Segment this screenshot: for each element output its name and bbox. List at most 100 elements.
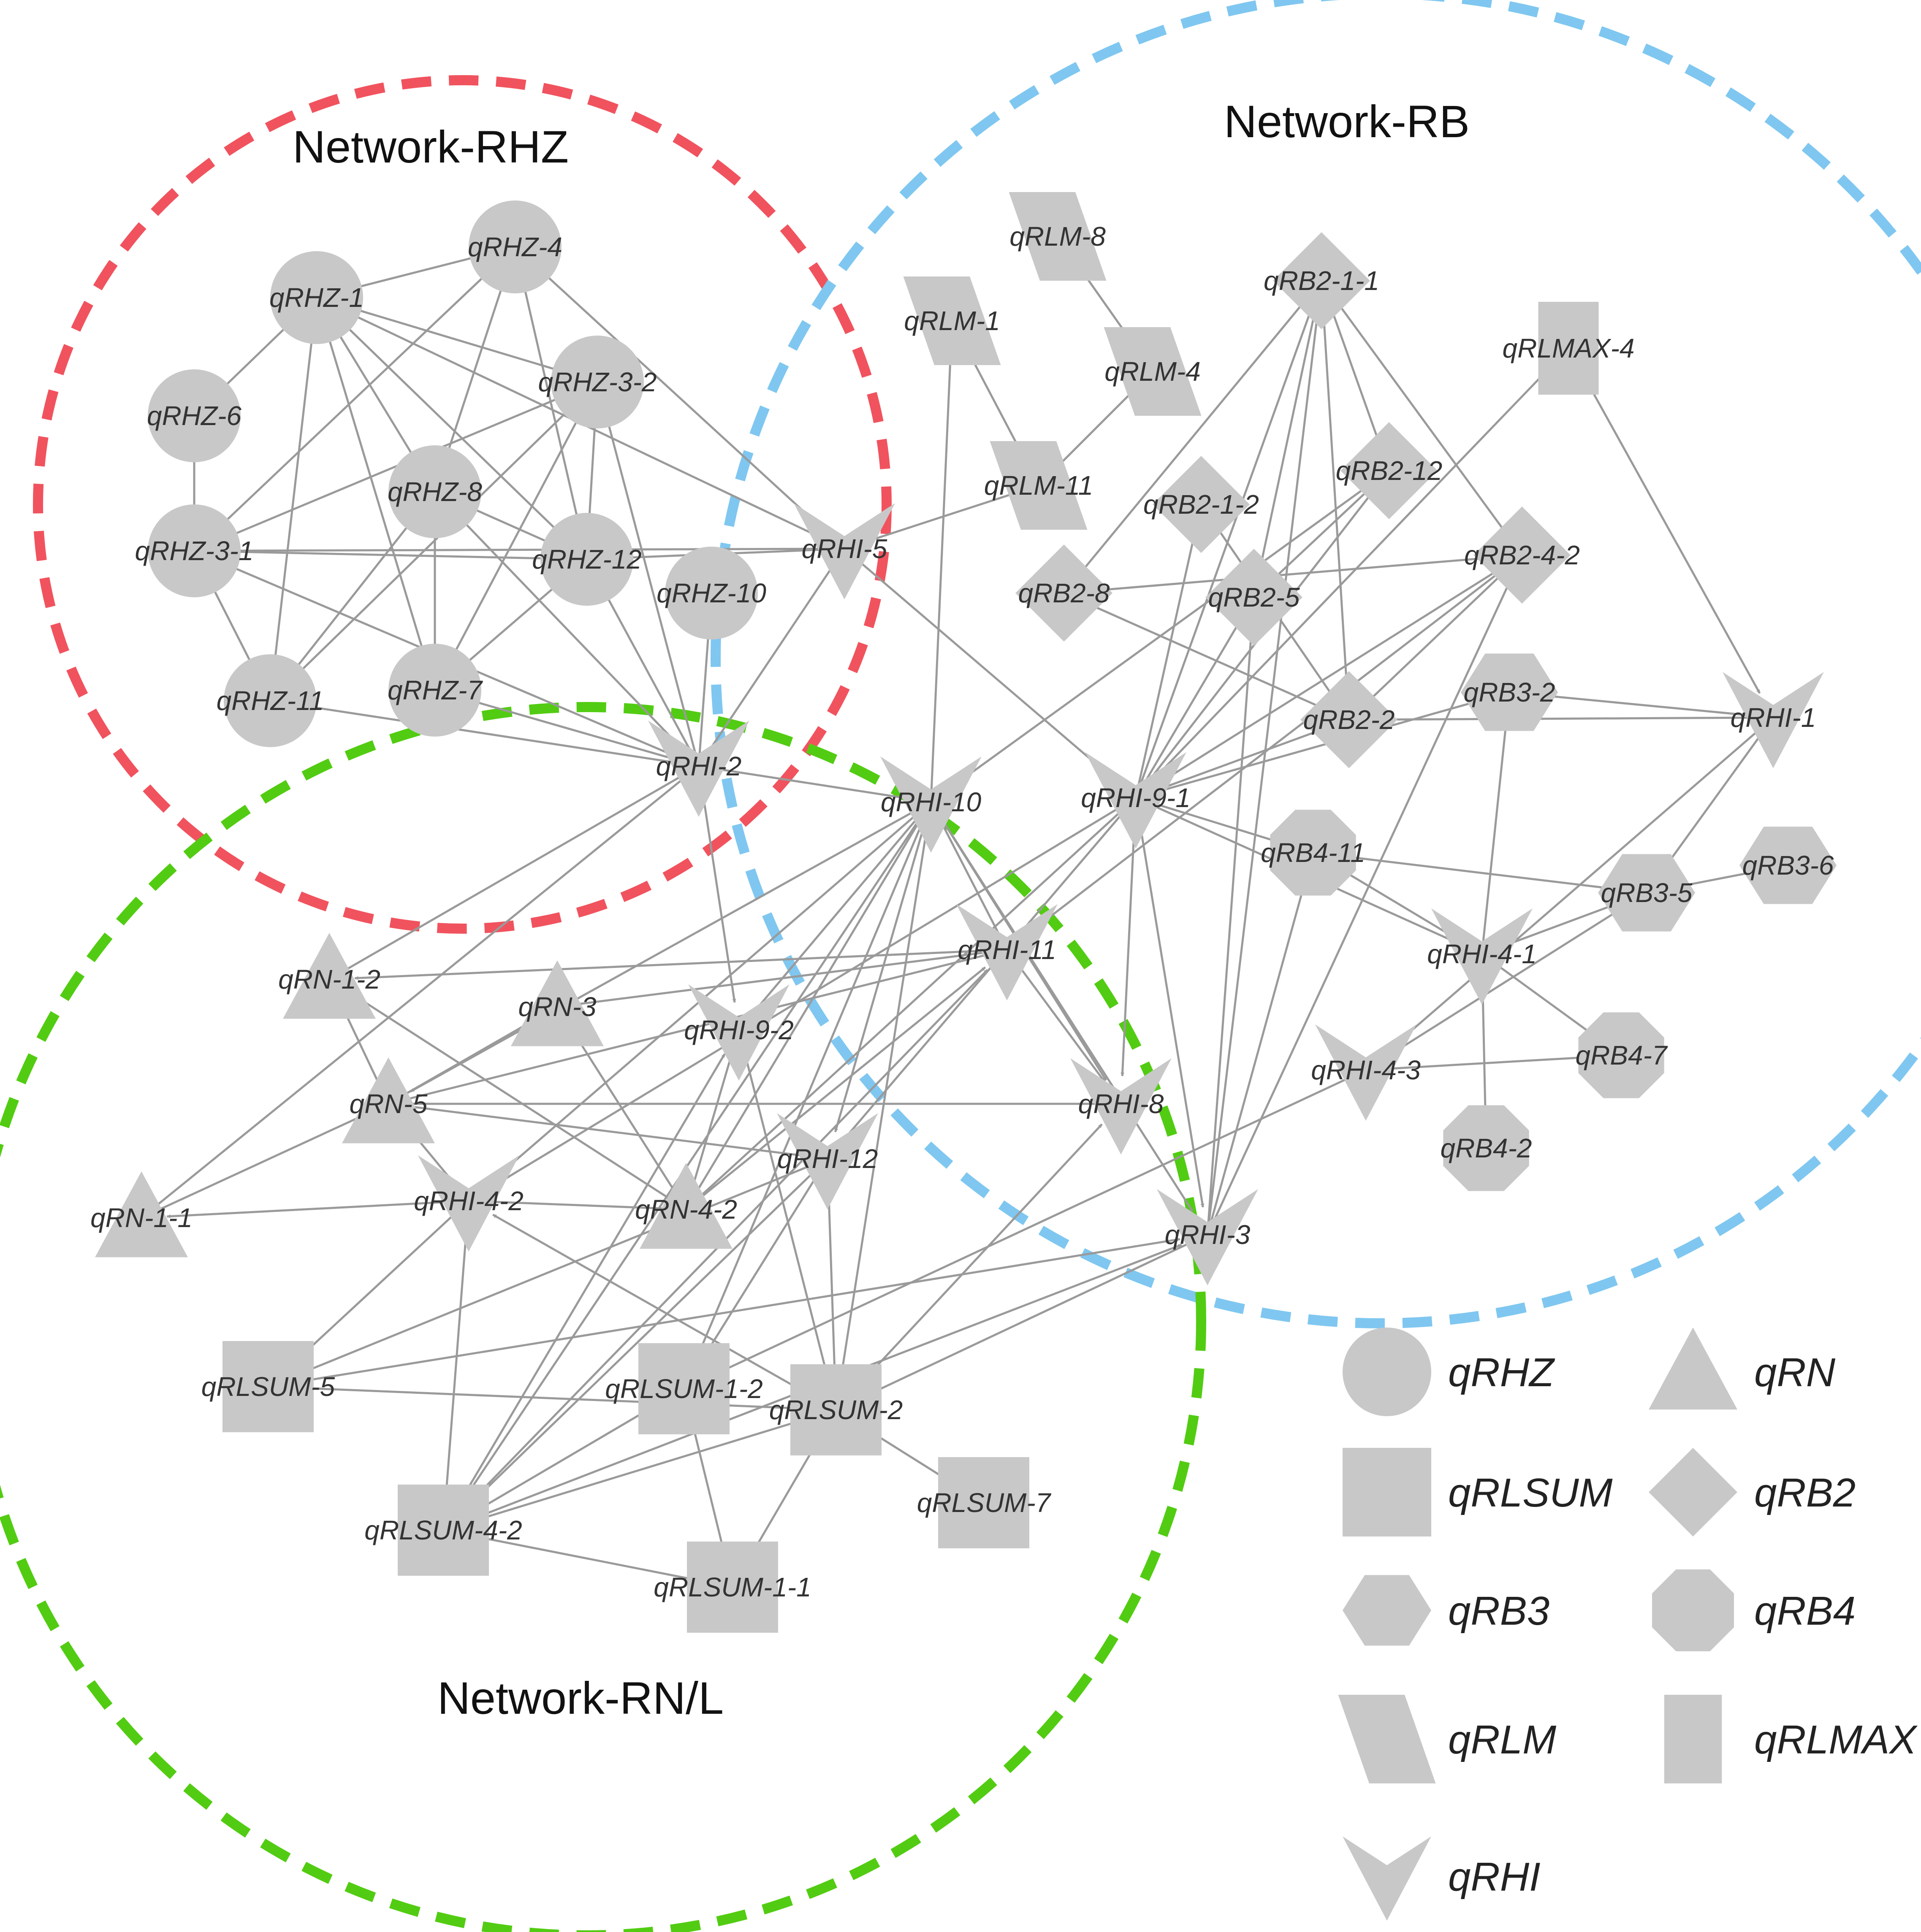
node-label: qRHZ-6 (147, 401, 241, 431)
edge-qRLMAX-4-qRHI-9-1 (1135, 347, 1569, 799)
edge-qRLSUM-4-2-qRHI-11 (442, 969, 988, 1531)
node-qRHZ-1: qRHZ-1 (269, 251, 364, 344)
edge-qRHI-9-1-qRHI-3 (1134, 797, 1205, 1208)
edge-qRLM-11-qRHI-5 (844, 484, 1039, 550)
legend-label: qRLM (1448, 1717, 1556, 1762)
edge-qRHI-10-qRHI-12 (834, 802, 932, 1133)
edge-qRN-4-2-qRN-3 (570, 1027, 687, 1210)
node-label: qRHI-5 (802, 534, 887, 564)
edge-qRHZ-4-qRHI-5 (514, 246, 845, 550)
node-label: qRLM-8 (1009, 221, 1106, 252)
node-qRN-1-1: qRN-1-1 (90, 1171, 193, 1257)
legend-item-qRLMAX: qRLMAX (1664, 1695, 1918, 1783)
edge-qRHI-10-qRN-5 (410, 801, 932, 1092)
legend-label: qRB4 (1754, 1588, 1856, 1634)
triangle-shape (511, 960, 604, 1046)
edge-qRB2-4-2-qRHI-9-1 (1135, 554, 1523, 799)
edge-qRLM-1-qRHI-10 (930, 320, 953, 802)
edge-qRHZ-11-qRHI-2 (270, 699, 699, 767)
circle-shape (224, 654, 317, 747)
edge-qRN-4-2-qRHI-11 (685, 966, 986, 1210)
edge-qRLSUM-5-qRHI-12 (268, 1157, 828, 1388)
node-label: qRB3-5 (1601, 878, 1693, 908)
parallelogram-shape (903, 276, 1001, 365)
parallelogram-shape (1009, 192, 1107, 281)
legend-label: qRN (1754, 1350, 1836, 1395)
node-qRHZ-4: qRHZ-4 (468, 201, 562, 293)
node-label: qRB3-6 (1742, 850, 1834, 881)
node-qRLSUM-1-1: qRLSUM-1-1 (654, 1542, 811, 1633)
node-qRHZ-8: qRHZ-8 (388, 445, 482, 538)
square-shape (790, 1364, 882, 1455)
node-qRHI-5: qRHI-5 (794, 503, 895, 599)
vee-shape (1085, 752, 1186, 848)
triangle-shape (95, 1171, 188, 1257)
edge-qRLSUM-4-2-qRLSUM-2 (443, 1409, 836, 1531)
node-qRB4-2: qRB4-2 (1441, 1105, 1532, 1191)
octagon-shape (1443, 1105, 1529, 1191)
edge-qRLSUM-2-qRHI-3 (835, 1233, 1208, 1411)
vee-shape (777, 1113, 878, 1209)
legend-item-qRB3: qRB3 (1343, 1575, 1549, 1646)
edge-qRHI-4-3-qRB3-5 (1365, 906, 1625, 1071)
legend-square-symbol (1343, 1448, 1431, 1536)
edge-qRB2-1-1-qRB2-5 (1253, 280, 1323, 598)
edge-qRLSUM-4-2-qRLSUM-1-1 (443, 1529, 733, 1588)
legend-rect-symbol (1664, 1695, 1722, 1783)
legend-hexagon-symbol (1343, 1575, 1431, 1646)
circle-shape (388, 445, 481, 538)
edge-qRB2-4-2-qRB2-2 (1367, 554, 1523, 702)
edge-qRB2-4-2-qRHI-11 (1006, 554, 1523, 951)
edge-qRB4-11-qRHI-3 (1206, 852, 1314, 1235)
node-label: qRB2-5 (1208, 582, 1300, 612)
node-qRLM-4: qRLM-4 (1104, 327, 1202, 416)
edge-qRB3-2-qRHI-4-1 (1481, 692, 1511, 954)
legend-vee-symbol (1343, 1836, 1431, 1921)
node-qRLM-1: qRLM-1 (903, 276, 1001, 365)
legend-item-qRB4: qRB4 (1652, 1569, 1856, 1652)
edge-qRHZ-4-qRHZ-12 (514, 247, 588, 560)
node-label: qRLM-11 (984, 470, 1093, 501)
node-label: qRB4-11 (1261, 837, 1365, 868)
node-qRN-5: qRN-5 (342, 1057, 435, 1143)
node-qRB3-5: qRB3-5 (1598, 854, 1695, 932)
node-label: qRHI-10 (881, 787, 982, 817)
edge-qRLSUM-5-qRHI-3 (268, 1238, 1180, 1388)
edge-qRB2-5-qRHI-3 (1206, 597, 1255, 1235)
edge-qRHZ-8-qRHI-2 (434, 491, 700, 767)
edge-qRHI-4-3-qRHI-1 (1365, 717, 1774, 1071)
vee-shape (1070, 1058, 1172, 1154)
circle-shape (148, 504, 241, 597)
node-qRHZ-6: qRHZ-6 (147, 369, 241, 462)
node-qRLM-8: qRLM-8 (1009, 192, 1107, 281)
edge-qRHI-9-1-qRB2-1-2 (1134, 530, 1197, 798)
legend-label: qRLMAX (1754, 1717, 1918, 1762)
edge-qRHI-2-qRHI-9-2 (697, 766, 736, 1003)
edge-qRB2-5-qRHI-9-1 (1134, 596, 1255, 799)
node-qRHZ-12: qRHZ-12 (532, 513, 642, 606)
node-label: qRHZ-8 (388, 477, 482, 507)
node-qRB2-2: qRB2-2 (1300, 671, 1397, 768)
edge-qRLSUM-4-2-qRHI-4-2 (442, 1228, 468, 1531)
cluster-boundary-rb (711, 0, 1921, 1328)
node-qRN-1-2: qRN-1-2 (278, 933, 380, 1019)
edge-qRN-4-2-qRHI-4-2 (468, 1200, 686, 1211)
node-label: qRLMAX-4 (1503, 333, 1635, 363)
vee-shape (418, 1155, 519, 1252)
node-label: qRLM-1 (904, 306, 1000, 336)
edge-qRLSUM-4-2-qRHI-9-2 (442, 1053, 726, 1531)
legend-label: qRHZ (1448, 1350, 1555, 1395)
node-label: qRLSUM-4-2 (364, 1515, 522, 1545)
edge-qRLMAX-4-qRHI-1 (1567, 347, 1761, 694)
node-label: qRHZ-3-2 (538, 367, 657, 397)
edge-qRHI-9-1-qRN-4-2 (685, 797, 1137, 1210)
triangle-shape (342, 1057, 435, 1143)
edge-qRB2-2-qRHI-9-1 (1135, 718, 1349, 799)
node-qRB2-8: qRB2-8 (1015, 545, 1112, 642)
legend-octagon-symbol (1652, 1569, 1734, 1652)
edge-qRB2-2-qRHI-1 (1348, 716, 1774, 721)
edge-qRB4-11-qRB3-5 (1313, 851, 1621, 891)
node-qRHI-9-1: qRHI-9-1 (1081, 752, 1191, 848)
node-qRB2-5: qRB2-5 (1205, 549, 1302, 646)
